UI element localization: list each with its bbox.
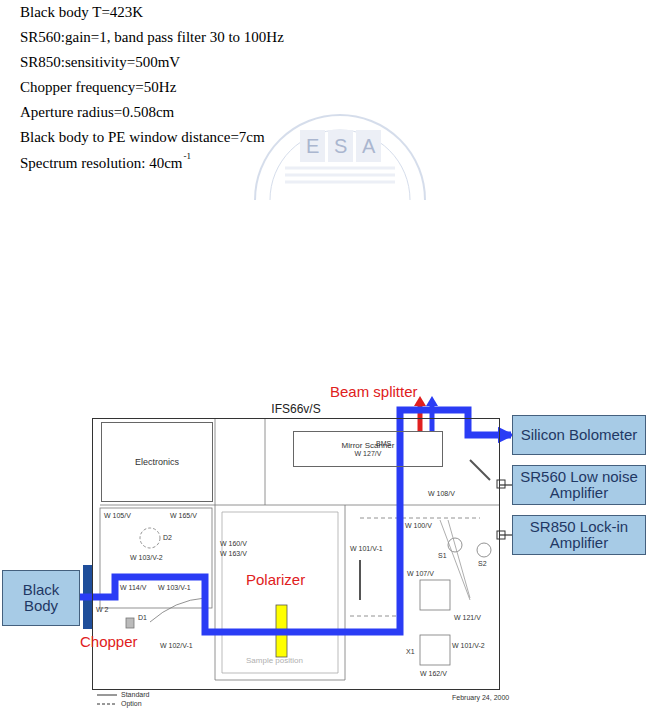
watermark: A <box>362 135 375 157</box>
note-line: Chopper frequency=50Hz <box>20 79 176 96</box>
signal-cable <box>500 534 512 535</box>
part-code: W 2 <box>96 606 108 614</box>
legend-text: Standard <box>121 691 149 699</box>
part-code: W 162/V <box>420 670 447 678</box>
note-line: Aperture radius=0.508cm <box>20 104 174 121</box>
spectrometer-internals <box>100 418 500 680</box>
superscript: -1 <box>183 152 191 162</box>
part-code: W 163/V <box>220 550 247 558</box>
watermark: S <box>334 135 347 157</box>
watermark: E <box>306 135 319 157</box>
port-squares <box>497 480 505 539</box>
node-text: SR560 Low noise Amplifier <box>519 469 639 502</box>
node-text: Electronics <box>135 457 179 467</box>
signal-cable <box>500 484 512 485</box>
part-code: W 100/V <box>405 522 432 530</box>
part-code: BMS <box>376 440 391 448</box>
legend-sample <box>96 692 118 698</box>
watermark-logo <box>255 115 425 200</box>
part-code: W 101/V-1 <box>350 545 383 553</box>
node-text: Silicon Bolometer <box>521 427 638 444</box>
part-code: W 165/V <box>170 512 197 520</box>
part-code: W 105/V <box>104 512 131 520</box>
part-code: W 107/V <box>407 570 434 578</box>
ir-beam <box>80 410 511 632</box>
part-label: Polarizer <box>246 572 305 589</box>
part-code: W 103/V-2 <box>130 554 163 562</box>
bolometer-box: Silicon Bolometer <box>512 415 646 455</box>
part-code: W 101/V-2 <box>452 642 485 650</box>
amplifier-box: SR560 Low noise Amplifier <box>512 465 646 505</box>
legend-line <box>97 694 117 695</box>
beam-splitter-arrows <box>414 396 438 432</box>
black-body-box: Black Body <box>2 570 80 626</box>
node-text: SR850 Lock-in Amplifier <box>519 519 639 552</box>
legend-text: Option <box>121 700 142 708</box>
lockin-box: SR850 Lock-in Amplifier <box>512 515 646 555</box>
legend-row: Option <box>96 700 142 708</box>
part-code: W 102/V-1 <box>160 642 193 650</box>
part-code: S2 <box>478 560 487 568</box>
date-note: February 24, 2000 <box>452 694 509 702</box>
part-code: W 103/V-1 <box>158 584 191 592</box>
note-line: Black body to PE window distance=7cm <box>20 129 265 146</box>
part-code: W 114/V <box>120 584 146 592</box>
node-text: IFS66v/S <box>93 402 499 416</box>
sample-compartment: Sample position <box>216 506 346 681</box>
node-text: Black Body <box>9 582 73 615</box>
part-code: D2 <box>163 534 172 542</box>
note-line: Spectrum resolution: 40cm <box>20 155 182 172</box>
legend-sample <box>96 701 118 707</box>
part-code: S1 <box>438 552 447 560</box>
part-label: Beam splitter <box>330 384 418 401</box>
part-label: Chopper <box>80 634 138 651</box>
part-code: W 108/V <box>428 490 455 498</box>
mirror-scanner-box: Mirror ScannerW 127/V <box>293 431 443 467</box>
part-code: D1 <box>138 614 147 622</box>
note-line: Black body T=423K <box>20 4 143 21</box>
legend-row: Standard <box>96 691 149 699</box>
legend-line <box>97 703 117 704</box>
part-code: W 160/V <box>220 540 247 548</box>
part-code: X1 <box>406 648 415 656</box>
node-text: W 127/V <box>355 450 382 457</box>
note-line: SR850:sensitivity=500mV <box>20 54 180 71</box>
electronics-box: Electronics <box>101 422 213 502</box>
part-code: W 121/V <box>454 614 481 622</box>
note-line: SR560:gain=1, band pass filter 30 to 100… <box>20 29 284 46</box>
node-text: Sample position <box>246 656 303 665</box>
